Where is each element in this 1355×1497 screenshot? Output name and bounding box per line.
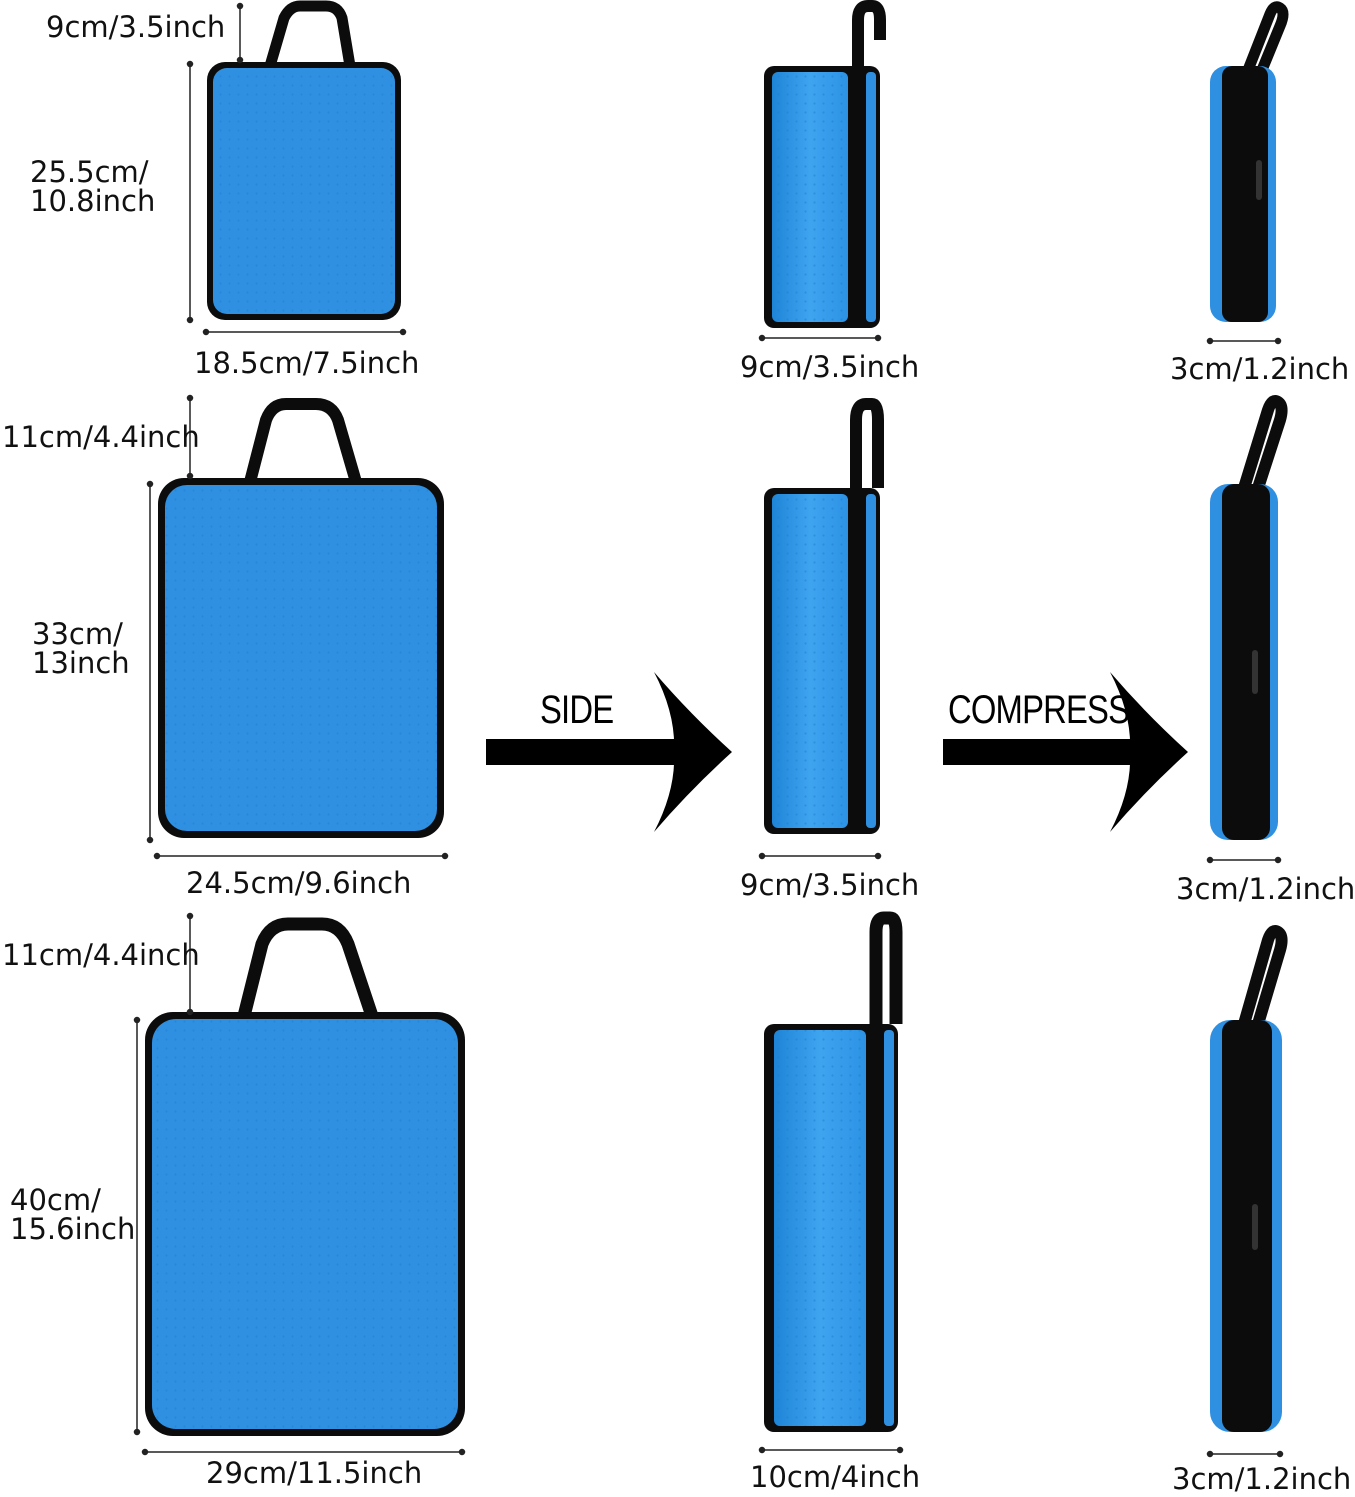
- row1-handle-label: 9cm/3.5inch: [46, 10, 226, 44]
- medium-cube-side-view: [764, 398, 884, 834]
- row3-handle-label: 11cm/4.4inch: [2, 938, 200, 972]
- row3-height-line2: 15.6inch: [10, 1212, 136, 1246]
- row1-side-depth-label: 9cm/3.5inch: [740, 350, 920, 384]
- row1-compressed-depth-label: 3cm/1.2inch: [1170, 352, 1350, 386]
- bag-handle-icon: [244, 398, 362, 484]
- row1-width-label: 18.5cm/7.5inch: [194, 346, 420, 380]
- row2-side-depth-label: 9cm/3.5inch: [740, 868, 920, 902]
- right-arrow-icon: [943, 672, 1188, 832]
- side-arrow-label: SIDE: [540, 688, 614, 732]
- small-cube-compressed-view: [1210, 1, 1289, 322]
- row1-height-line2: 10.8inch: [30, 184, 156, 218]
- row2-handle-label: 11cm/4.4inch: [2, 420, 200, 454]
- bag-handle-icon: [850, 398, 884, 488]
- small-cube-side-view: [764, 0, 886, 328]
- dimension-lines: [133, 2, 1284, 1458]
- row3-height-label: 40cm/ 15.6inch: [10, 1186, 140, 1244]
- large-cube-side-view: [764, 911, 903, 1432]
- row2-height-label: 33cm/ 13inch: [32, 620, 142, 678]
- compress-arrow-label: COMPRESS: [948, 688, 1130, 732]
- large-cube-front-view: [145, 917, 465, 1436]
- bag-handle-icon: [869, 911, 903, 1024]
- bag-handle-icon: [852, 0, 886, 68]
- medium-cube-compressed-view: [1210, 395, 1288, 840]
- row1-height-label: 25.5cm/ 10.8inch: [30, 158, 170, 216]
- medium-cube-front-view: [158, 398, 444, 838]
- row2-width-label: 24.5cm/9.6inch: [186, 866, 412, 900]
- row2-compressed-depth-label: 3cm/1.2inch: [1176, 872, 1355, 906]
- right-arrow-icon: [486, 672, 732, 832]
- bag-handle-icon: [264, 0, 356, 68]
- bag-handle-icon: [237, 917, 379, 1019]
- row2-height-line2: 13inch: [32, 646, 130, 680]
- row3-compressed-depth-label: 3cm/1.2inch: [1172, 1462, 1352, 1496]
- bag-handle-icon: [1242, 1, 1289, 73]
- small-cube-front-view: [207, 0, 401, 320]
- row3-width-label: 29cm/11.5inch: [206, 1456, 423, 1490]
- bag-handle-icon: [1238, 395, 1288, 490]
- row3-height-line1: 40cm/: [10, 1183, 101, 1217]
- large-cube-compressed-view: [1210, 925, 1288, 1432]
- row1-height-line1: 25.5cm/: [30, 155, 149, 189]
- row2-height-line1: 33cm/: [32, 617, 123, 651]
- bag-handle-icon: [1238, 925, 1288, 1026]
- row3-side-depth-label: 10cm/4inch: [750, 1460, 921, 1494]
